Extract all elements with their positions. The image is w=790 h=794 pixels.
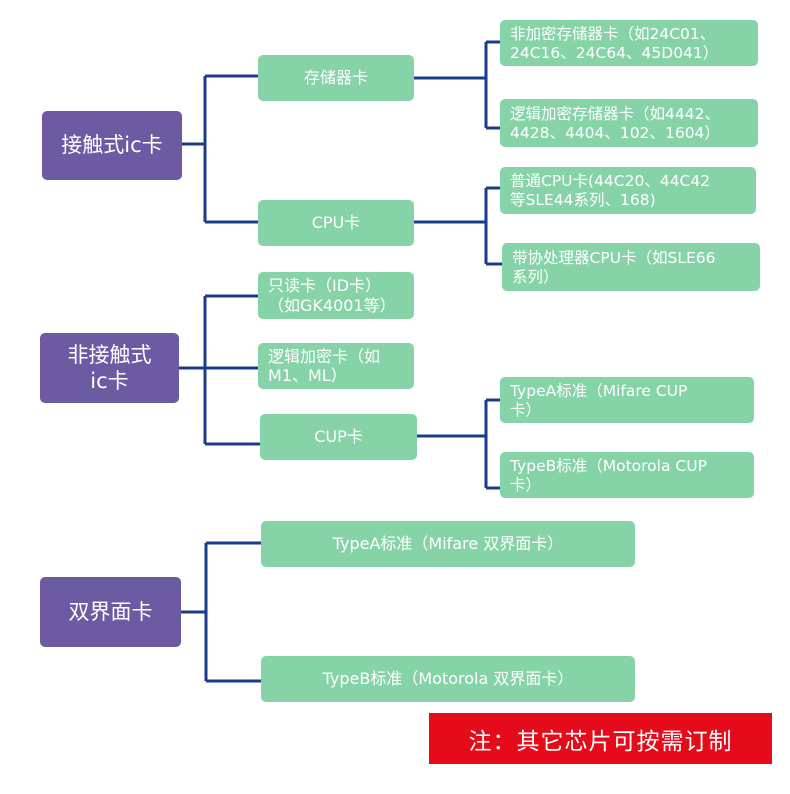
node-storage-card: 存储器卡 bbox=[258, 55, 414, 101]
leaf-cup-typeb: TypeB标准（Motorola CUP 卡） bbox=[500, 452, 754, 498]
leaf-general-cpu-card: 普通CPU卡(44C20、44C42 等SLE44系列、168) bbox=[500, 167, 756, 214]
node-readonly-card: 只读卡（ID卡） （如GK4001等） bbox=[258, 272, 414, 319]
leaf-nonencrypted-storage-card: 非加密存储器卡（如24C01、 24C16、24C64、45D041） bbox=[500, 20, 758, 66]
connector-cpu bbox=[414, 186, 502, 266]
node-logic-encrypted-card: 逻辑加密卡（如 M1、ML） bbox=[258, 343, 414, 389]
leaf-coprocessor-cpu-card: 带协处理器CPU卡（如SLE66 系列） bbox=[502, 243, 760, 291]
connector-cup bbox=[417, 398, 500, 490]
connector-dual bbox=[181, 541, 261, 683]
root-dual-interface-card: 双界面卡 bbox=[40, 577, 181, 647]
node-dual-typeb: TypeB标准（Motorola 双界面卡） bbox=[261, 656, 635, 702]
node-dual-typea: TypeA标准（Mifare 双界面卡） bbox=[261, 521, 635, 567]
custom-chip-note: 注：其它芯片可按需订制 bbox=[429, 713, 772, 764]
root-contact-ic-card: 接触式ic卡 bbox=[42, 111, 182, 180]
node-cpu-card: CPU卡 bbox=[258, 200, 414, 246]
connector-storage bbox=[414, 40, 500, 130]
connector-contactless bbox=[179, 294, 260, 446]
connector-contact bbox=[182, 74, 258, 224]
root-contactless-ic-card: 非接触式 ic卡 bbox=[40, 333, 179, 403]
node-cup-card: CUP卡 bbox=[260, 414, 417, 460]
leaf-cup-typea: TypeA标准（Mifare CUP 卡） bbox=[500, 377, 754, 423]
leaf-logic-encrypted-storage-card: 逻辑加密存储器卡（如4442、 4428、4404、102、1604） bbox=[500, 99, 758, 147]
